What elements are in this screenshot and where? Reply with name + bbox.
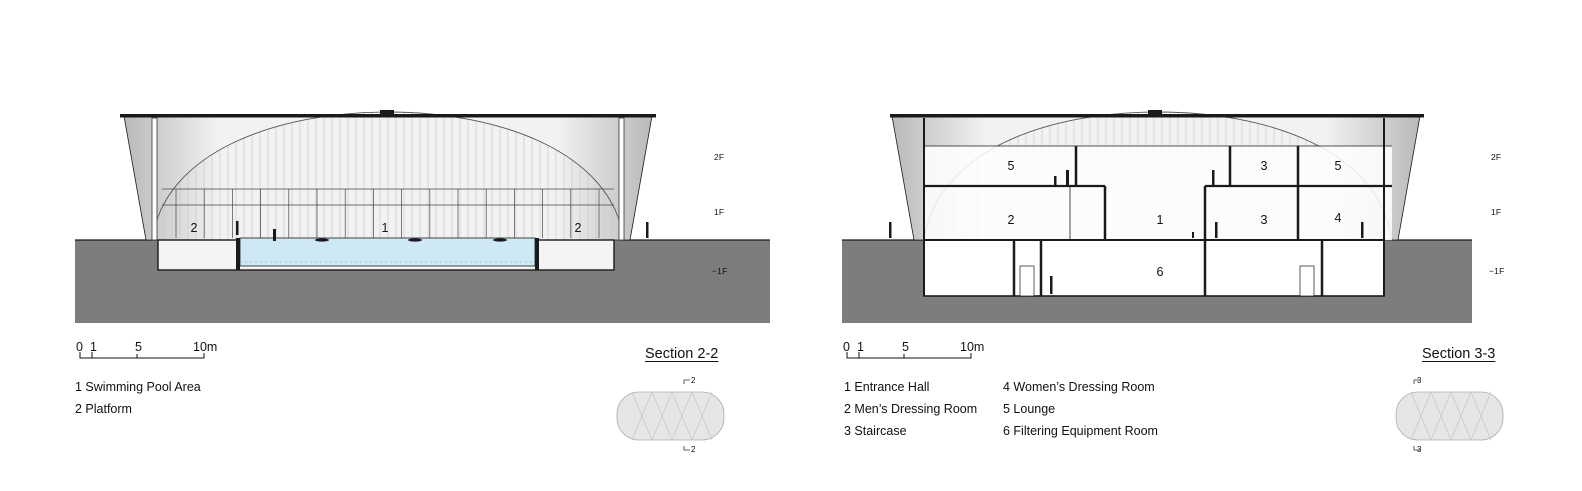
key-plan bbox=[616, 379, 725, 451]
section-2-2-panel: 2 1 2 2F 1F −1F 0 1 5 10m Section 2-2 1 … bbox=[0, 0, 790, 491]
room-number: 2 bbox=[1007, 213, 1015, 227]
interior-walls bbox=[923, 118, 1385, 296]
room-number: 2 bbox=[190, 221, 198, 235]
scale-tick: 10m bbox=[960, 340, 985, 354]
scale-bar bbox=[846, 352, 972, 359]
scale-tick: 0 bbox=[76, 340, 83, 354]
legend-item: 3 Staircase bbox=[844, 424, 907, 438]
room-number: 5 bbox=[1334, 159, 1342, 173]
section-2-2-drawing bbox=[75, 110, 770, 451]
legend-item: 5 Lounge bbox=[1003, 402, 1056, 416]
level-label-1f: 1F bbox=[1491, 207, 1502, 217]
key-plan-label: 2 bbox=[691, 445, 696, 454]
level-label-2f: 2F bbox=[1491, 152, 1502, 162]
human-figures bbox=[889, 170, 1364, 294]
section-title: Section 3-3 bbox=[1422, 346, 1496, 362]
level-label-1f: 1F bbox=[714, 207, 725, 217]
key-plan-label: 3 bbox=[1417, 376, 1422, 385]
scale-tick: 1 bbox=[90, 340, 97, 354]
level-label-2f: 2F bbox=[714, 152, 725, 162]
scale-tick: 5 bbox=[902, 340, 909, 354]
basement-box bbox=[923, 239, 1385, 297]
section-3-3-panel: 5 3 5 2 1 3 4 6 2F 1F −1F 0 1 5 10m Sect… bbox=[790, 0, 1582, 491]
room-number: 1 bbox=[1156, 213, 1164, 227]
section-title: Section 2-2 bbox=[645, 346, 719, 362]
legend-item: 4 Women’s Dressing Room bbox=[1003, 380, 1155, 394]
human-figures bbox=[236, 221, 649, 242]
pool-water bbox=[239, 237, 536, 267]
legend-item: 2 Men’s Dressing Room bbox=[844, 402, 978, 416]
key-plan-label: 2 bbox=[691, 376, 696, 385]
room-number: 2 bbox=[574, 221, 582, 235]
level-label-b1f: −1F bbox=[712, 266, 728, 276]
room-number: 4 bbox=[1334, 211, 1342, 225]
room-number: 3 bbox=[1260, 159, 1268, 173]
level-label-b1f: −1F bbox=[1489, 266, 1505, 276]
room-number: 1 bbox=[381, 221, 389, 235]
scale-tick: 0 bbox=[843, 340, 850, 354]
legend-item: 2 Platform bbox=[75, 402, 132, 416]
section-3-3-drawing bbox=[842, 110, 1504, 451]
room-number: 6 bbox=[1156, 265, 1164, 279]
scale-bar bbox=[79, 352, 205, 359]
scale-tick: 1 bbox=[857, 340, 864, 354]
room-number: 3 bbox=[1260, 213, 1268, 227]
key-plan bbox=[1395, 379, 1504, 451]
legend-item: 1 Swimming Pool Area bbox=[75, 380, 201, 394]
legend-item: 1 Entrance Hall bbox=[844, 380, 930, 394]
glazing-band bbox=[162, 188, 614, 206]
room-number: 5 bbox=[1007, 159, 1015, 173]
legend-item: 6 Filtering Equipment Room bbox=[1003, 424, 1158, 438]
scale-tick: 5 bbox=[135, 340, 142, 354]
scale-tick: 10m bbox=[193, 340, 218, 354]
key-plan-label: 3 bbox=[1417, 445, 1422, 454]
